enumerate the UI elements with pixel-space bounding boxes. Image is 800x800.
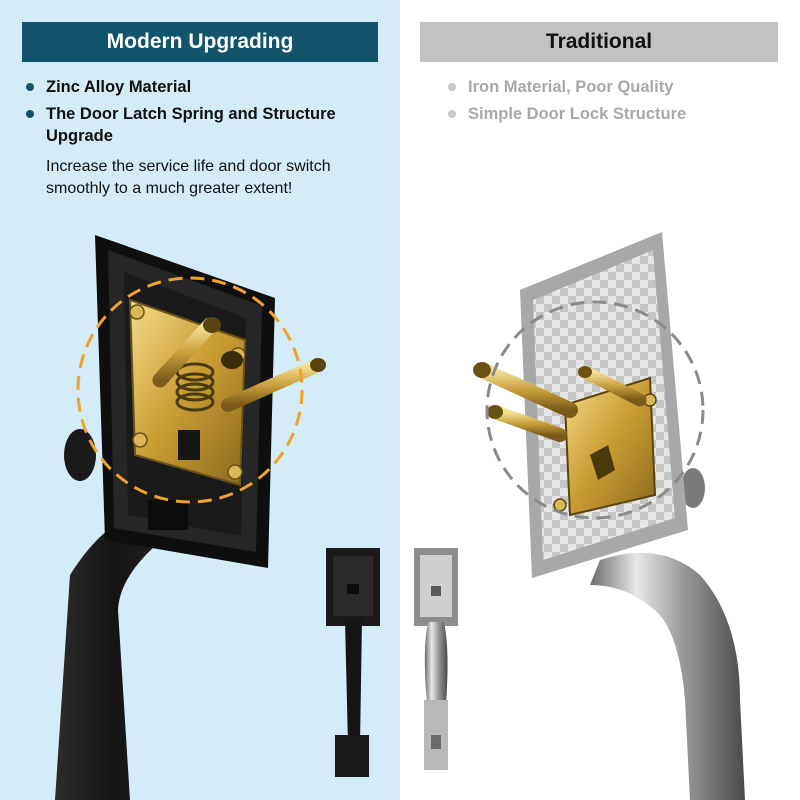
feature-text: The Door Latch Spring and Structure Upgr…	[46, 105, 336, 145]
modern-description: Increase the service life and door switc…	[46, 158, 331, 197]
bullet-dot-icon	[448, 110, 456, 118]
modern-header: Modern Upgrading	[22, 22, 378, 62]
feature-text: Simple Door Lock Structure	[468, 105, 687, 123]
brass-latch-mechanism-icon	[128, 298, 326, 487]
feature-text: Zinc Alloy Material	[46, 78, 192, 96]
modern-feature-list: Zinc Alloy Material The Door Latch Sprin…	[24, 76, 374, 152]
bullet-dot-icon	[26, 110, 34, 118]
list-item: Zinc Alloy Material	[24, 76, 374, 98]
list-item: Iron Material, Poor Quality	[446, 76, 776, 98]
list-item: Simple Door Lock Structure	[446, 103, 776, 125]
traditional-header: Traditional	[420, 22, 778, 62]
list-item: The Door Latch Spring and Structure Upgr…	[24, 103, 374, 147]
satin-nickel-handleset-icon	[520, 232, 745, 800]
traditional-feature-list: Iron Material, Poor Quality Simple Door …	[446, 76, 776, 130]
brass-latch-mechanism-icon	[473, 362, 657, 517]
feature-text: Iron Material, Poor Quality	[468, 78, 674, 96]
matte-black-handleset-icon	[326, 548, 380, 777]
bullet-dot-icon	[26, 83, 34, 91]
bullet-dot-icon	[448, 83, 456, 91]
satin-nickel-handleset-icon	[414, 548, 458, 770]
